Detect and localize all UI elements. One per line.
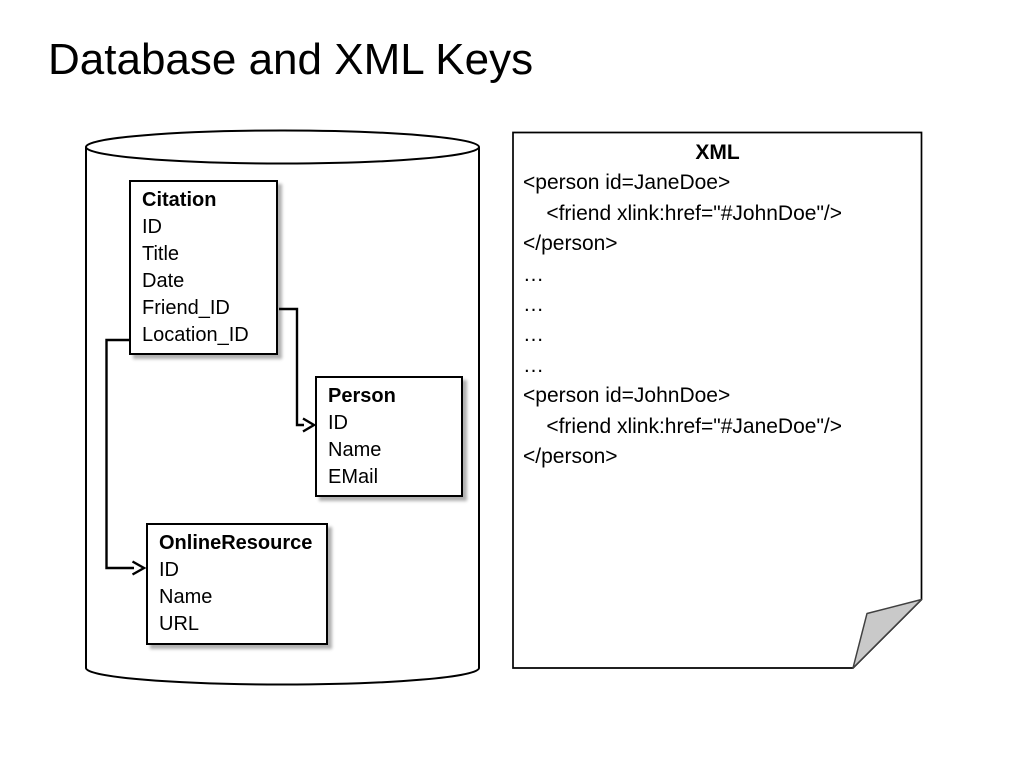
relation-locationid-line: [105, 338, 134, 570]
entity-citation-field: Date: [142, 270, 185, 292]
folded-corner: [852, 598, 923, 669]
xml-code-line: …: [523, 262, 544, 286]
xml-document-text: XML <person id=JaneDoe> <friend xlink:hr…: [513, 138, 922, 472]
xml-document-title: XML: [695, 141, 740, 164]
entity-person-field: ID: [328, 412, 348, 434]
xml-code-line: <person id=JohnDoe>: [523, 384, 731, 408]
xml-code-line: …: [523, 323, 544, 347]
entity-onlineresource-field: ID: [159, 559, 179, 581]
entity-citation-field: Title: [142, 243, 180, 265]
entity-citation-name: Citation: [142, 189, 217, 211]
entity-onlineresource: OnlineResource ID Name URL: [146, 523, 328, 645]
relation-locationid-to-onlineresource-arrow: [105, 338, 147, 576]
arrowhead-icon: [131, 560, 147, 576]
xml-code-line: <friend xlink:href="#JohnDoe"/>: [523, 201, 843, 225]
relation-friendid-to-person-arrow: [279, 307, 317, 433]
entity-citation-field: ID: [142, 216, 162, 238]
cylinder-top: [85, 129, 480, 165]
page-title: Database and XML Keys: [48, 35, 534, 84]
xml-code-line: <person id=JaneDoe>: [523, 171, 731, 195]
xml-code-line: </person>: [523, 445, 618, 469]
entity-onlineresource-name: OnlineResource: [159, 532, 313, 554]
arrowhead-icon: [302, 417, 317, 433]
entity-onlineresource-field: Name: [159, 586, 213, 608]
xml-code-line: …: [523, 353, 544, 377]
entity-person: Person ID Name EMail: [315, 376, 463, 497]
entity-citation-field: Friend_ID: [142, 297, 230, 319]
entity-person-name: Person: [328, 385, 396, 407]
xml-code-line: …: [523, 293, 544, 317]
entity-citation: Citation ID Title Date Friend_ID Locatio…: [129, 180, 278, 355]
entity-person-field: EMail: [328, 466, 379, 488]
xml-code-line: <friend xlink:href="#JaneDoe"/>: [523, 414, 843, 438]
entity-person-field: Name: [328, 439, 382, 461]
entity-onlineresource-field: URL: [159, 613, 200, 635]
relation-friendid-line: [279, 307, 304, 427]
xml-code-line: </person>: [523, 232, 618, 256]
entity-citation-field: Location_ID: [142, 324, 249, 346]
